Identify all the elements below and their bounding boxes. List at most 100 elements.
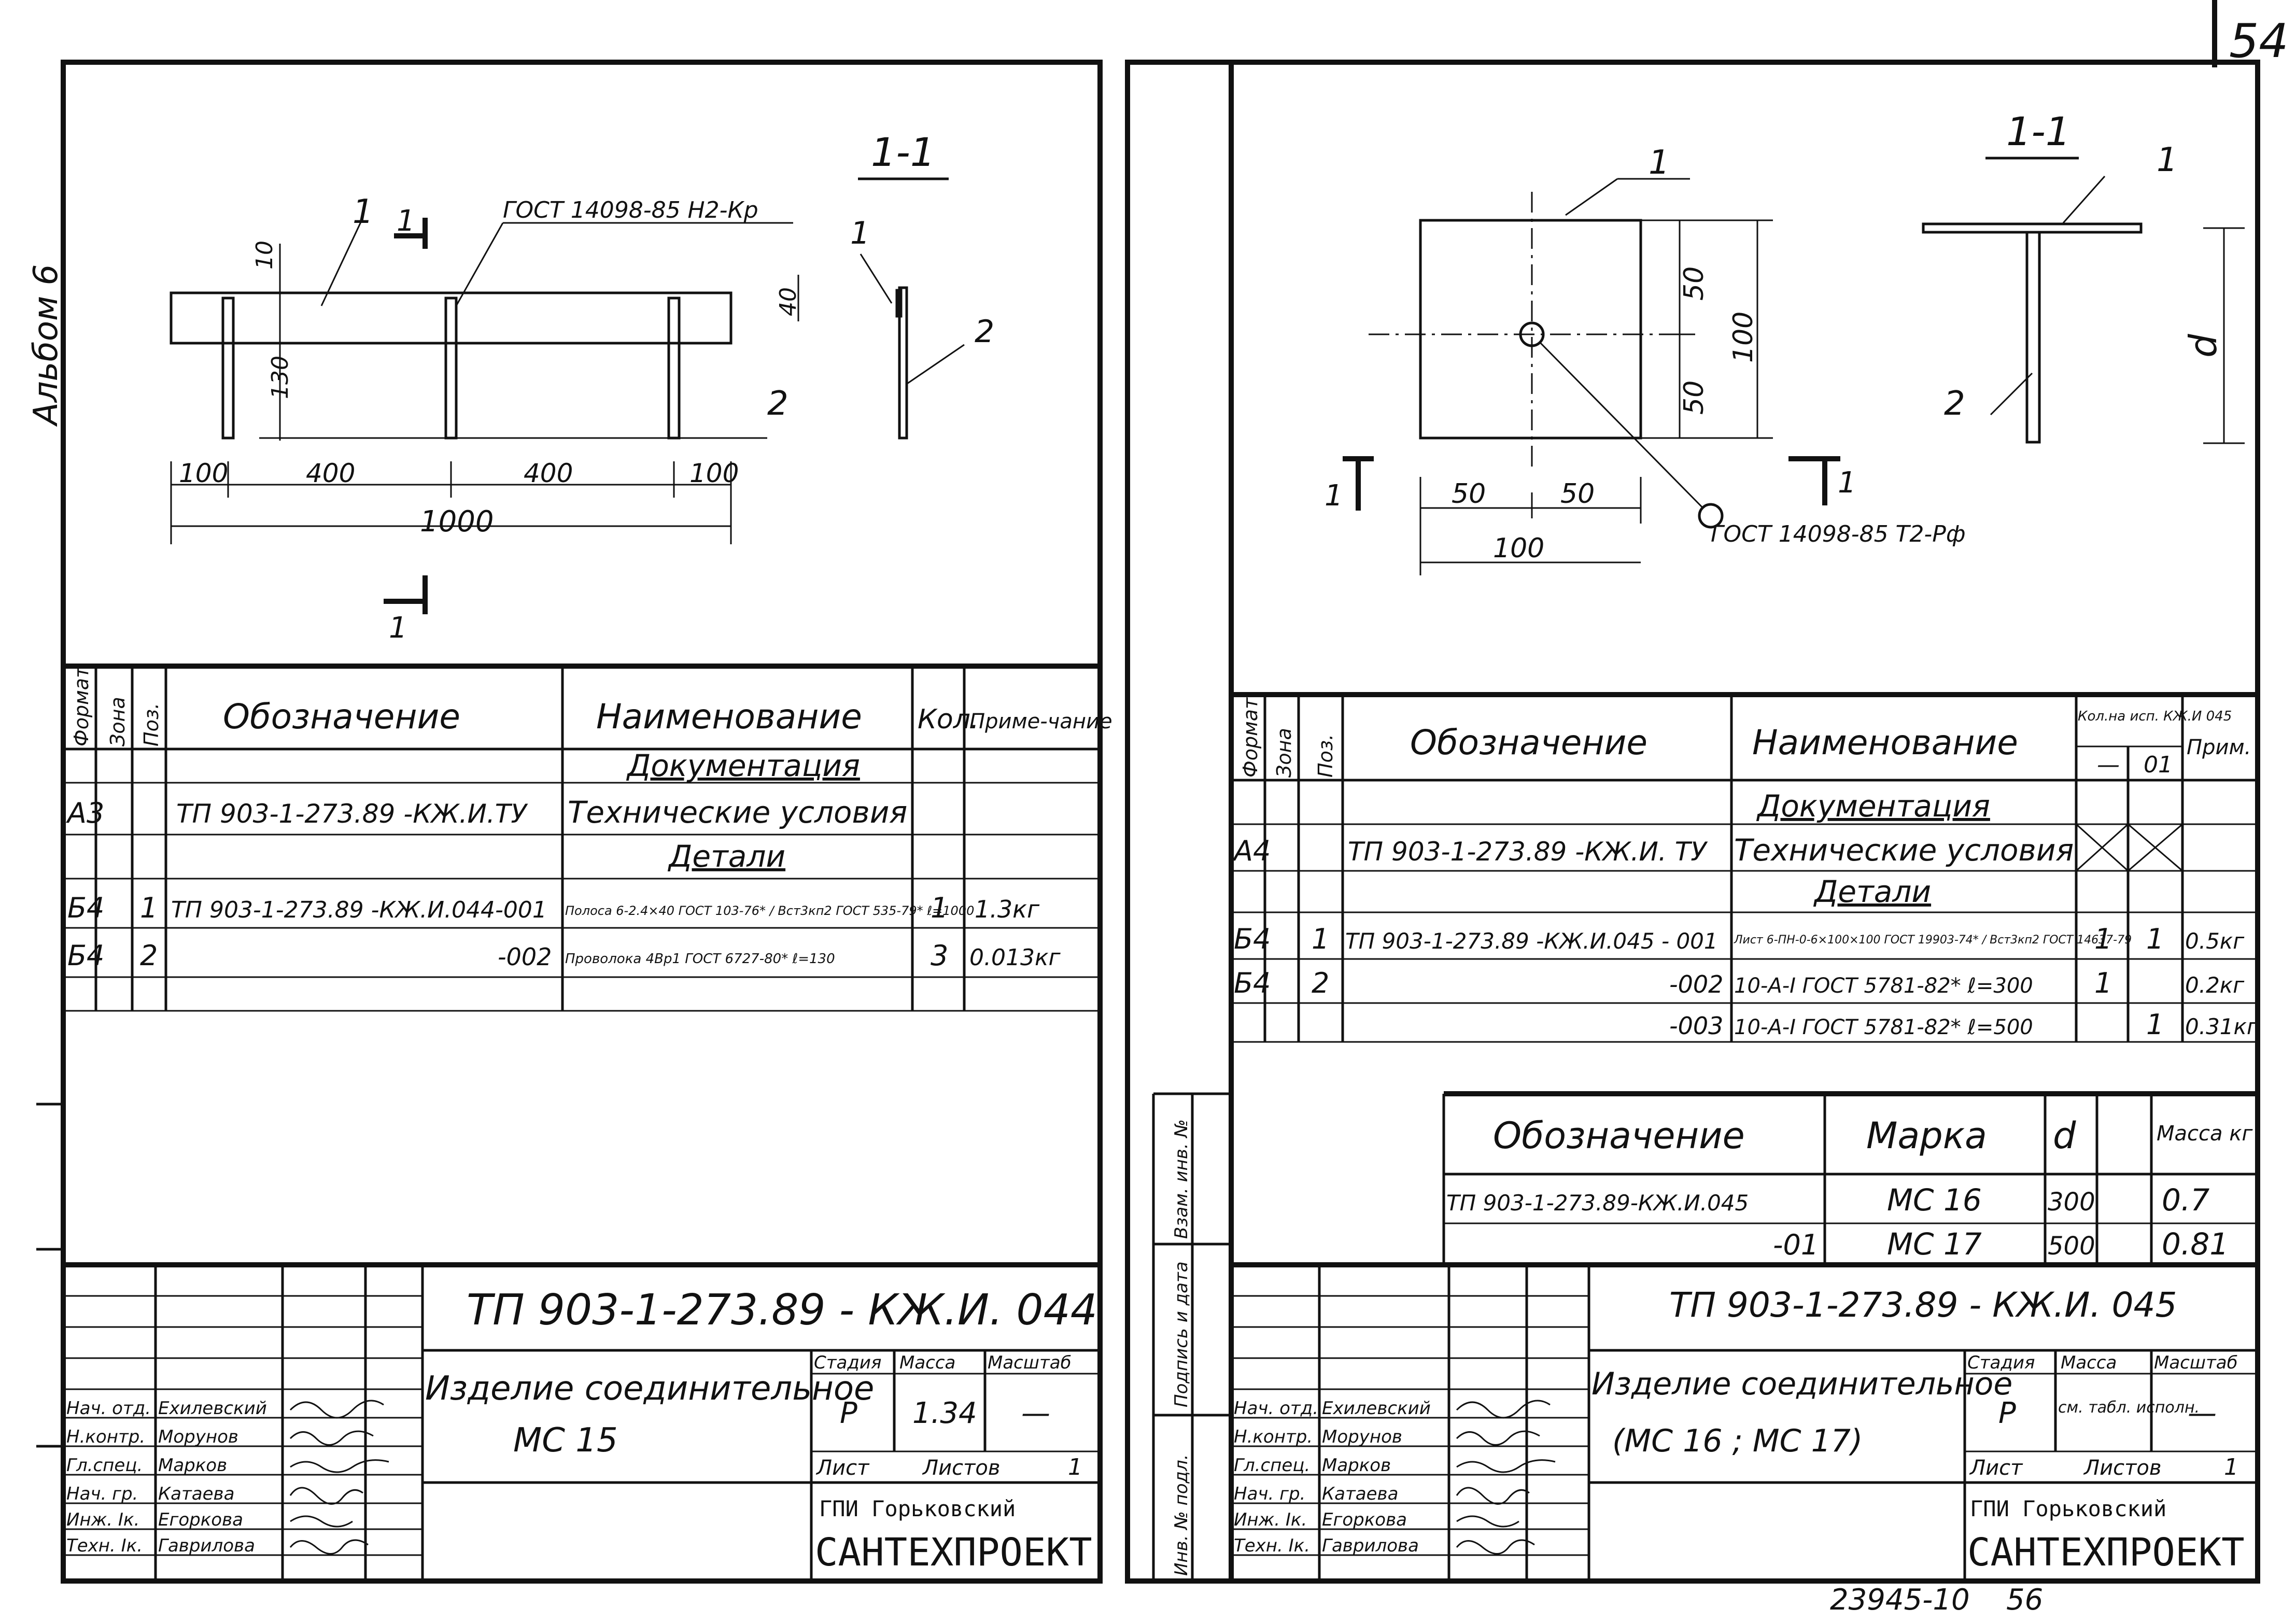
left-sig-name-5: Егоркова: [158, 1509, 243, 1530]
left-col-zone: Зона: [106, 697, 129, 746]
right-sig-role-5: Инж. Iк.: [1234, 1509, 1307, 1530]
left-sheet: 100 400 400 100 1000 10 130 40 1 2 ГОСТ …: [61, 60, 1130, 1584]
right-col-zone: Зона: [1273, 728, 1295, 778]
side-label-replace: Взам. инв. №: [1171, 1119, 1192, 1239]
right-sig-role-3: Гл.спец.: [1234, 1455, 1310, 1476]
left-sig-role-6: Техн. Iк.: [66, 1535, 143, 1556]
left-title-line2: МС 15: [513, 1421, 618, 1460]
left-row1-name: Полоса 6-2.4×40 ГОСТ 103-76* / Вст3кп2 Г…: [565, 904, 974, 918]
dim-v-50-top: 50: [1679, 266, 1710, 301]
left-row2-format: Б4: [67, 939, 104, 972]
right-spec-table: Формат Зона Поз. Обозначение Наименовани…: [1231, 692, 2259, 1043]
left-sig-role-1: Нач. отд.: [66, 1398, 151, 1419]
right-col-designation: Обозначение: [1410, 723, 1647, 763]
right-side-labels: Взам. инв. № Подпись и дата Инв. № подл.: [1152, 1092, 1231, 1581]
variant1-mass: 0.7: [2162, 1182, 2209, 1218]
right-section-pos-1: 1: [2157, 141, 2178, 179]
left-col-note: Приме-чание: [969, 710, 1112, 733]
left-title-line1: Изделие соединительное: [425, 1370, 874, 1408]
left-org-line2: САНТЕХПРОЕКТ: [815, 1530, 1092, 1575]
right-weld-note: ГОСТ 14098-85 Т2-Рф: [1711, 521, 1965, 547]
left-row2-qty: 3: [931, 939, 948, 972]
dim-h-50-right: 50: [1560, 478, 1595, 510]
right-sheet-label: Лист: [1969, 1456, 2023, 1480]
left-row1-format: Б4: [67, 892, 104, 924]
left-row-ts-format: А3: [66, 797, 104, 829]
right-row3-qb: 1: [2146, 1008, 2164, 1041]
right-title-line2: (МС 16 ; МС 17): [1612, 1423, 1863, 1459]
left-row-docs: Документация: [626, 748, 860, 783]
right-row1-designation: ТП 903-1-273.89 -КЖ.И.045 - 001: [1345, 928, 1718, 954]
footer-archive-number: 23945-10: [1830, 1583, 1970, 1617]
dim-10: 10: [251, 241, 278, 270]
section-strip: [895, 289, 903, 318]
right-col-pos: Поз.: [1314, 734, 1337, 778]
left-scale: —: [1021, 1396, 1050, 1430]
right-col-format: Формат: [1239, 697, 1262, 778]
right-row3-name: 10-А-I ГОСТ 5781-82* ℓ=500: [1734, 1015, 2033, 1039]
left-section-label: 1-1: [871, 129, 935, 175]
left-sig-role-3: Гл.спец.: [66, 1455, 143, 1476]
corner-page-number: 54: [2229, 14, 2289, 68]
right-col-name: Наименование: [1752, 723, 2018, 763]
right-col-qty-a: —: [2097, 752, 2120, 778]
right-sig-name-5: Егоркова: [1322, 1509, 1407, 1530]
left-mass-label: Масса: [899, 1352, 955, 1373]
right-sig-name-3: Марков: [1322, 1455, 1391, 1476]
left-cut-mark-bottom: 1: [389, 611, 407, 645]
variant2-d: 500: [2048, 1232, 2095, 1261]
right-scale-label: Масштаб: [2154, 1352, 2238, 1373]
left-row-ts-designation: ТП 903-1-273.89 -КЖ.И.ТУ: [176, 799, 528, 829]
left-row-ts-name: Технические условия: [568, 795, 907, 830]
left-org-line1: ГПИ Горьковский: [819, 1496, 1016, 1521]
wire-1: [221, 297, 235, 440]
left-signatures-handwritten: [289, 1400, 389, 1555]
variants-table: Обозначение Марка d Масса кг ТП 903-1-27…: [1442, 1091, 2258, 1267]
dim-100-left: 100: [179, 458, 228, 488]
variants-col-mass: Масса кг: [2157, 1122, 2253, 1146]
right-sig-name-6: Гаврилова: [1322, 1535, 1419, 1556]
left-sig-role-2: Н.контр.: [66, 1427, 145, 1447]
right-row2-format: Б4: [1234, 967, 1271, 999]
right-row1-format: Б4: [1234, 923, 1271, 955]
right-cut-mark-right: 1: [1838, 466, 1856, 500]
section-rebar: [2025, 231, 2041, 444]
right-row1-qa: 1: [2094, 923, 2112, 955]
right-org-line1: ГПИ Горьковский: [1970, 1496, 2166, 1521]
dim-h-100: 100: [1493, 533, 1544, 564]
right-row-docs: Документация: [1756, 788, 1990, 824]
right-sig-name-1: Ехилевский: [1322, 1398, 1431, 1419]
left-doc-code: ТП 903-1-273.89 - КЖ.И. 044: [467, 1286, 1097, 1335]
right-row-ts-name: Технические условия: [1734, 832, 2074, 868]
wire-3: [667, 297, 681, 440]
left-col-designation: Обозначение: [223, 697, 460, 737]
left-pos-2: 2: [767, 385, 788, 423]
left-section-pos-2: 2: [975, 314, 994, 350]
right-plate-view: 1 ГОСТ 14098-85 Т2-Рф 50 50 100 50 50 10…: [1325, 144, 1965, 575]
side-label-sign-date: Подпись и дата: [1171, 1261, 1192, 1407]
right-sig-role-1: Нач. отд.: [1234, 1398, 1318, 1419]
right-row-ts-format: А4: [1232, 835, 1271, 867]
variant1-d: 300: [2048, 1188, 2095, 1217]
right-mass: см. табл. исполн.: [2058, 1399, 2200, 1417]
right-row2-designation: -002: [1669, 970, 1723, 998]
left-stage-label: Стадия: [814, 1352, 881, 1373]
variants-col-mark: Марка: [1866, 1114, 1987, 1157]
left-row-details: Детали: [667, 839, 785, 874]
left-row1-designation: ТП 903-1-273.89 -КЖ.И.044-001: [171, 897, 547, 923]
left-section-pos-1: 1: [850, 215, 870, 251]
right-row-ts-designation: ТП 903-1-273.89 -КЖ.И. ТУ: [1348, 837, 1708, 867]
right-row-details: Детали: [1813, 874, 1931, 909]
left-row2-name: Проволока 4Вр1 ГОСТ 6727-80* ℓ=130: [565, 951, 835, 967]
right-row1-name: Лист 6-ПН-0-6×100×100 ГОСТ 19903-74* / В…: [1734, 934, 2132, 947]
left-title-block: ТП 903-1-273.89 - КЖ.И. 044 Изделие соед…: [63, 1262, 1100, 1581]
variants-col-designation: Обозначение: [1493, 1114, 1745, 1157]
right-sig-name-2: Морунов: [1322, 1427, 1402, 1447]
left-weld-note: ГОСТ 14098-85 Н2-Кр: [503, 197, 758, 223]
left-row1-qty: 1: [931, 892, 948, 924]
right-sig-name-4: Катаева: [1322, 1484, 1398, 1504]
plate-strip: [170, 291, 733, 345]
right-title-line1: Изделие соединительное: [1591, 1366, 2012, 1402]
right-col-qty-b: 01: [2144, 752, 2173, 778]
left-sig-name-4: Катаева: [158, 1484, 234, 1504]
